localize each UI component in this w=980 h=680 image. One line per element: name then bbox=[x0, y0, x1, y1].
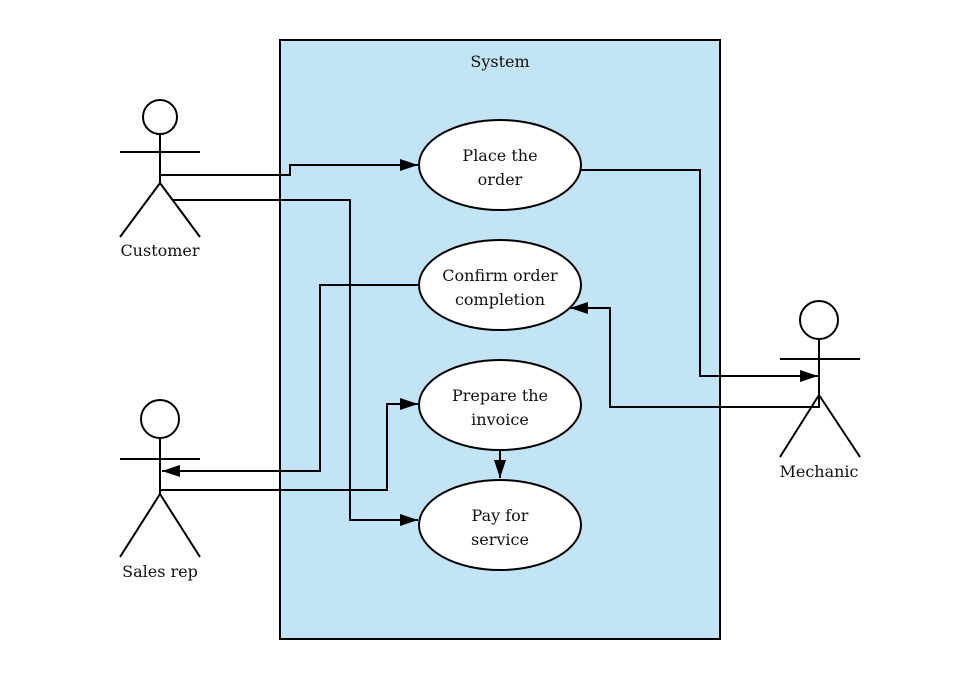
use-case-ellipse[interactable] bbox=[418, 359, 582, 451]
use-case-prepare-invoice[interactable]: Prepare the invoice bbox=[418, 359, 582, 451]
connector-place-order-to-mechanic bbox=[581, 169, 818, 382]
stick-figure-icon bbox=[119, 399, 201, 558]
use-case-ellipse[interactable] bbox=[418, 479, 582, 571]
system-label: System bbox=[470, 52, 529, 71]
actor-sales-rep[interactable]: Sales rep bbox=[119, 399, 201, 581]
actor-mechanic[interactable]: Mechanic bbox=[779, 300, 861, 481]
stick-figure-icon bbox=[119, 99, 201, 238]
connector-sales-rep-to-prepare-invoice bbox=[160, 398, 418, 491]
actor-label: Mechanic bbox=[779, 462, 858, 481]
use-case-confirm-order-completion[interactable]: Confirm order completion bbox=[418, 239, 582, 331]
stick-figure-icon bbox=[779, 300, 861, 458]
actor-label: Customer bbox=[120, 241, 199, 260]
use-case-label-line-2: service bbox=[471, 530, 529, 549]
use-case-label-line-1: Place the bbox=[462, 146, 537, 165]
actor-label: Sales rep bbox=[122, 562, 198, 581]
use-case-ellipse[interactable] bbox=[418, 119, 582, 211]
connector-customer-to-place-order bbox=[160, 159, 418, 176]
use-case-label-line-1: Confirm order bbox=[442, 266, 558, 285]
use-case-label-line-2: order bbox=[478, 170, 523, 189]
connector-confirm-completion-to-sales-rep bbox=[162, 284, 419, 477]
use-case-pay-for-service[interactable]: Pay for service bbox=[418, 479, 582, 571]
use-case-label-line-1: Prepare the bbox=[452, 386, 548, 405]
use-case-label-line-1: Pay for bbox=[472, 506, 529, 525]
connector-customer-to-pay-service bbox=[172, 199, 418, 526]
connections bbox=[160, 159, 820, 526]
use-case-label-line-2: completion bbox=[455, 290, 545, 309]
use-case-label-line-2: invoice bbox=[471, 410, 529, 429]
use-case-ellipse[interactable] bbox=[418, 239, 582, 331]
actor-customer[interactable]: Customer bbox=[119, 99, 201, 260]
use-case-place-order[interactable]: Place the order bbox=[418, 119, 582, 211]
